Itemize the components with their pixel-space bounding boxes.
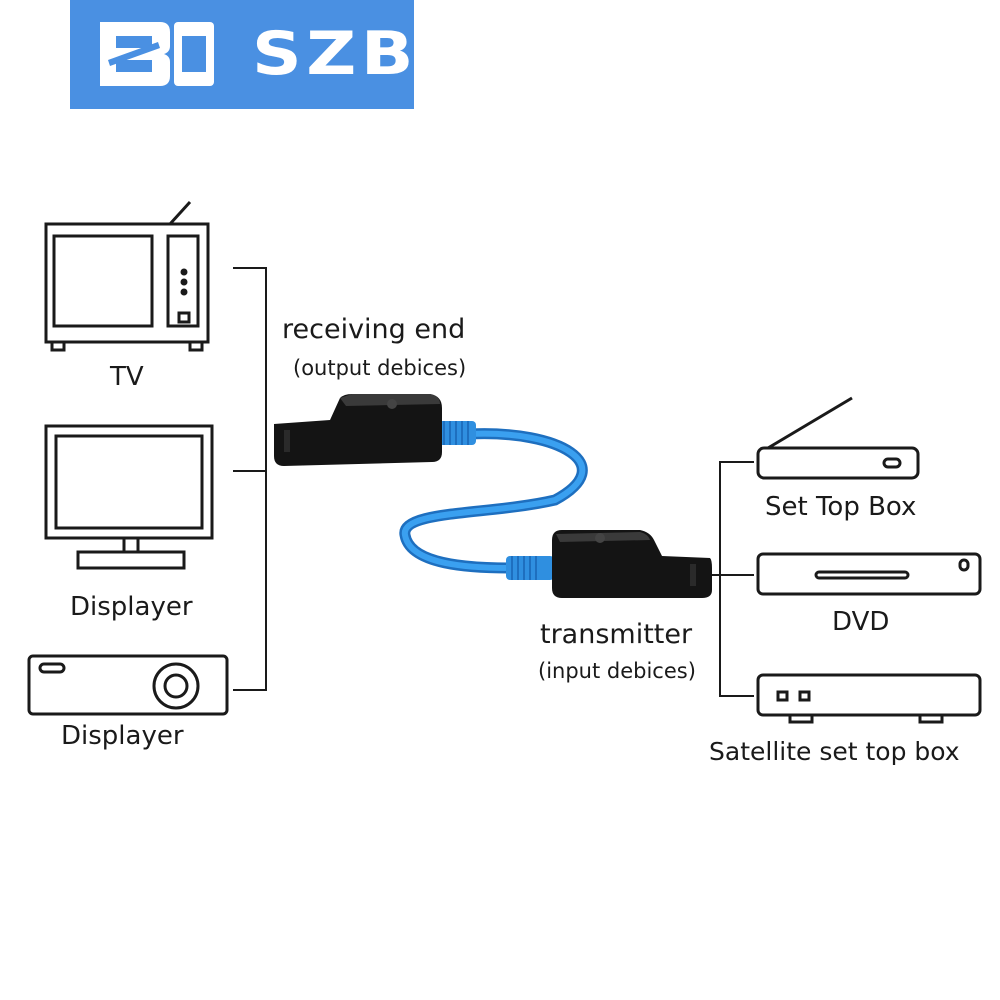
monitor-icon: [44, 424, 214, 570]
brand-logo: SZBJ: [70, 0, 444, 109]
transmitter-title: transmitter: [540, 619, 693, 650]
dvd-player-icon: [756, 552, 982, 596]
receiver-plug: [438, 421, 476, 445]
set-top-box-icon: [756, 396, 920, 480]
input-label-set-top-box: Set Top Box: [765, 492, 917, 522]
receiver-subtitle: (output debices): [293, 356, 467, 380]
projector-icon: [27, 654, 229, 716]
receiver-device: [274, 394, 442, 466]
transmitter-device: [552, 530, 712, 598]
output-label-monitor: Displayer: [70, 592, 193, 622]
satellite-box-icon: [756, 673, 982, 724]
output-label-tv: TV: [110, 362, 144, 392]
brand-logo-text: SZBJ: [252, 19, 449, 89]
transmitter-plug: [506, 556, 554, 580]
logo-mark-icon: [100, 22, 214, 86]
input-label-dvd: DVD: [832, 607, 890, 637]
transmitter-subtitle: (input debices): [538, 659, 696, 683]
input-bracket: [712, 461, 754, 697]
receiver-title: receiving end: [282, 314, 466, 345]
input-label-satellite: Satellite set top box: [709, 737, 960, 766]
tv-icon: [44, 200, 210, 352]
output-bracket: [233, 267, 267, 691]
ethernet-cable: [399, 428, 588, 574]
output-label-projector: Displayer: [61, 721, 184, 751]
